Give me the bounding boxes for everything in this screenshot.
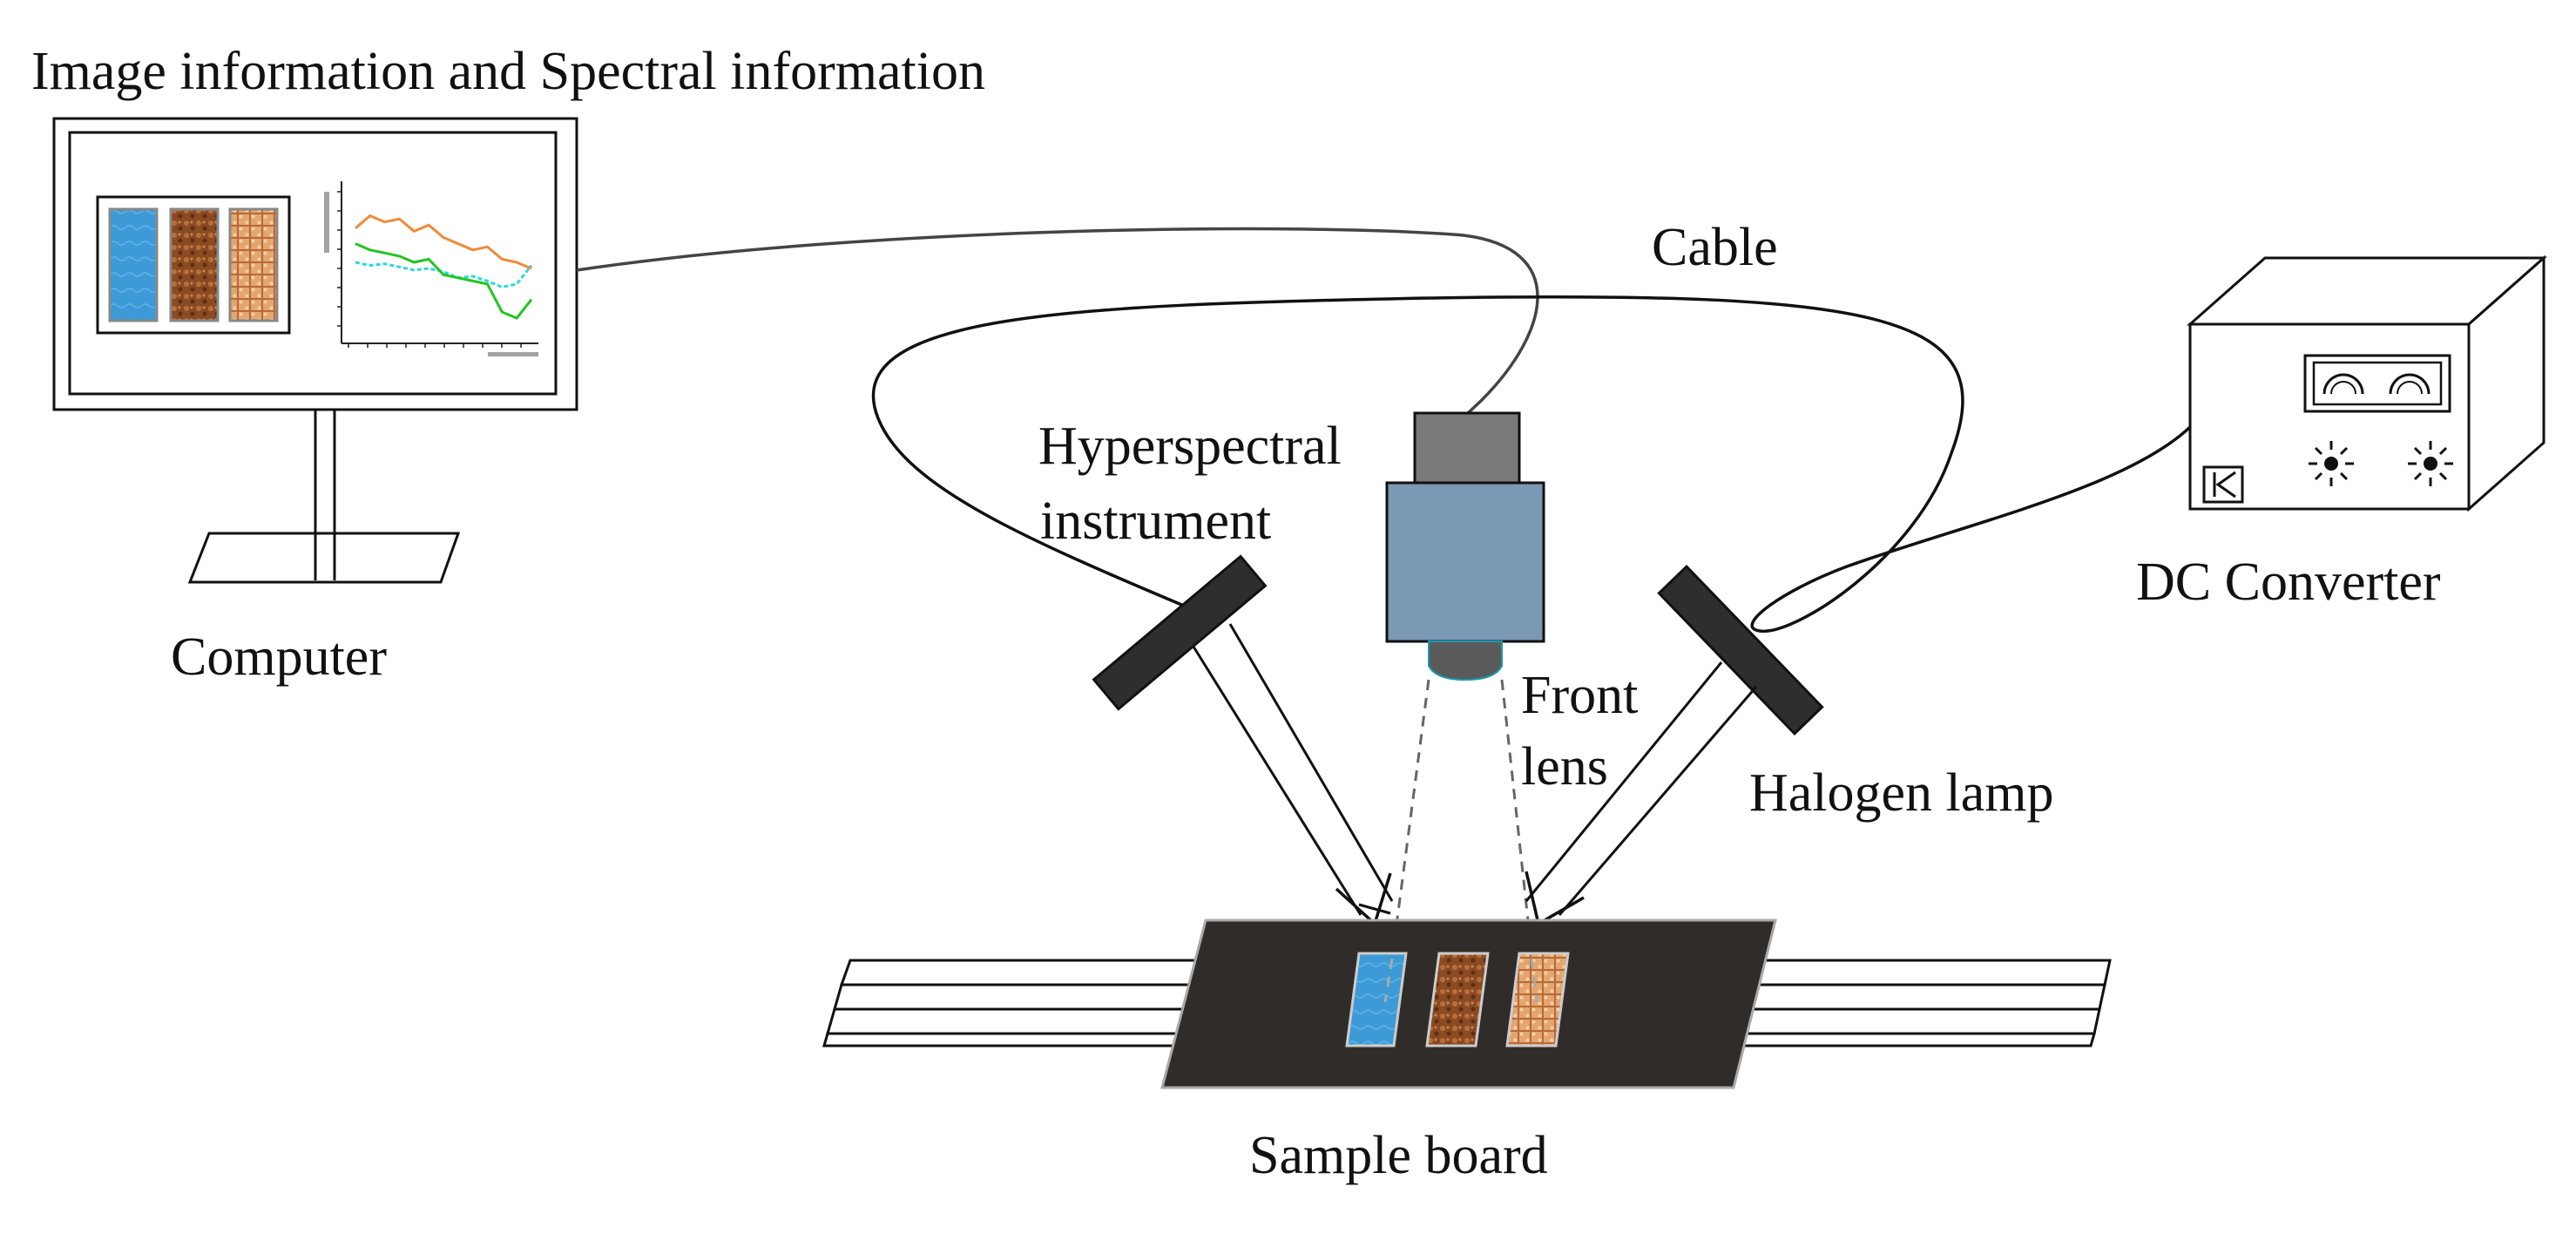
lamp-right-head [1657,565,1824,736]
lamp-right-beam-a [1525,661,1723,902]
front-lens [1428,641,1503,681]
lamp-left-beam-a [1192,646,1362,916]
board-rails-left [822,959,1207,1048]
meter-gauge-right [2389,373,2431,395]
meter-panel-inner [2312,361,2443,406]
board-rails-right [1727,959,2112,1048]
mini-chart-y-label [324,192,329,253]
camera-body [1385,481,1545,643]
sample-board [822,919,2112,1089]
image-spectral-info-title: Image information and Spectral informati… [31,42,985,101]
lamp-right-beam-b [1558,686,1758,916]
mini-chart-series-group [337,191,533,348]
screen-spectrum-chart [324,181,538,356]
lamp-power-cable [871,295,2192,633]
front-lens-label-line2: lens [1521,737,1608,797]
dc-converter-label: DC Converter [2136,553,2441,612]
screen-sample-brown [169,207,220,322]
screen-sample-blue [108,207,159,322]
lamp-left-arrowhead [1335,872,1392,927]
mini-chart-x-label [488,352,538,356]
board-sample-brown [1425,952,1490,1048]
screen-sample-tan [228,207,279,322]
power-switch-icon [2202,465,2244,504]
field-of-view-right [1500,679,1537,986]
lamp-left-head [1092,554,1268,711]
computer [52,117,578,584]
meter-gauge-left [2322,373,2364,395]
lamp-left-beam-cap [1358,903,1391,915]
hyperspectral-label-line1: Hyperspectral [1038,417,1342,476]
dc-converter [2187,254,2547,512]
monitor-base [187,532,461,584]
mini-chart-series-2 [355,261,533,289]
sample-board-label: Sample board [1249,1126,1548,1185]
halogen-lamp-left [1092,554,1394,927]
computer-label: Computer [171,627,387,687]
computer-to-camera-cable [576,227,1539,415]
hyperspectral-camera [1385,411,1545,681]
cable-label: Cable [1652,218,1778,277]
hyperspectral-label-line2: instrument [1040,492,1271,551]
mini-chart-series-3 [355,242,533,320]
field-of-view-left-on-board [1383,958,1394,1003]
lamp-left-beam-b [1228,623,1394,902]
field-of-view-right-on-board [1530,958,1538,1003]
indicator-light-left [2309,441,2354,486]
front-lens-label-line1: Front [1521,666,1638,725]
mini-chart-series-1 [355,214,532,270]
halogen-lamp-right [1525,565,1824,926]
camera-top-module [1413,411,1521,485]
halogen-lamp-label: Halogen lamp [1749,763,2054,823]
indicator-light-right [2408,441,2453,486]
board-sample-blue [1345,952,1408,1048]
